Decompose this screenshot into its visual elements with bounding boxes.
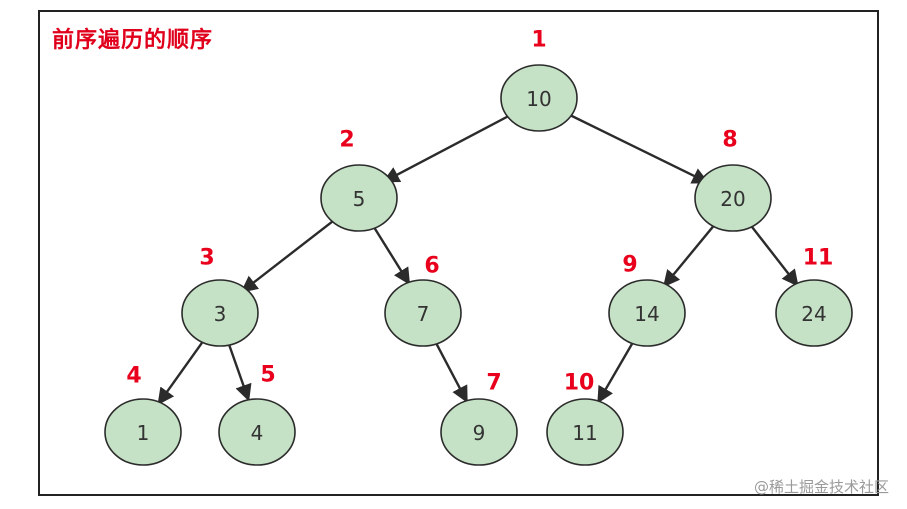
node-circle [775,279,853,347]
node-value: 20 [720,187,745,211]
visit-order-label: 2 [339,128,354,153]
node-value: 14 [634,302,659,326]
tree-node-10: 10 [500,64,578,132]
tree-node-14: 14 [608,279,686,347]
edge-n7-n9 [434,342,468,404]
node-value: 24 [801,302,826,326]
tree-node-4: 4 [218,398,296,466]
node-value: 5 [353,187,366,211]
diagram-title: 前序遍历的顺序 [52,28,214,53]
visit-order-label: 5 [260,363,275,388]
edge-n5-n3 [240,218,337,293]
node-circle [500,64,578,132]
node-circle [546,398,624,466]
node-value: 3 [214,302,227,326]
node-value: 7 [417,302,430,326]
node-circle [218,398,296,466]
node-value: 9 [473,421,486,445]
node-circle [181,279,259,347]
visit-order-label: 8 [722,128,737,153]
edges-layer [157,112,799,406]
visit-order-label: 7 [486,371,501,396]
edge-n5-n7 [372,226,411,286]
visit-order-label: 6 [424,254,439,279]
node-circle [694,164,772,232]
visit-order-label: 1 [531,28,546,53]
edge-n3-n1 [157,340,205,406]
tree-node-1: 1 [104,398,182,466]
diagram-frame [38,10,879,496]
edge-n20-n24 [749,224,799,287]
tree-node-11: 11 [546,398,624,466]
node-circle [104,398,182,466]
node-value: 4 [251,421,264,445]
visit-order-label: 11 [803,246,834,271]
node-value: 10 [526,87,551,111]
tree-node-20: 20 [694,164,772,232]
tree-node-24: 24 [775,279,853,347]
node-circle [320,164,398,232]
visit-order-label: 9 [622,253,637,278]
visit-order-label: 4 [126,364,141,389]
node-value: 11 [572,421,597,445]
node-circle [440,398,518,466]
watermark: @稀土掘金技术社区 [753,478,889,496]
node-circle [384,279,462,347]
tree-node-7: 7 [384,279,462,347]
visit-order-label: 10 [564,371,595,396]
node-circle [608,279,686,347]
edge-n14-n11 [597,341,634,404]
tree-node-3: 3 [181,279,259,347]
tree-node-5: 5 [320,164,398,232]
edge-n3-n4 [227,344,252,402]
edge-n10-n20 [565,112,710,184]
tree-node-9: 9 [440,398,518,466]
edge-n20-n14 [663,223,716,288]
node-value: 1 [137,421,150,445]
edge-n10-n5 [382,112,513,183]
visit-order-label: 3 [199,246,214,271]
order-labels-layer: 1 2 3 4 5 6 7 8 9 10 11 [126,28,833,396]
